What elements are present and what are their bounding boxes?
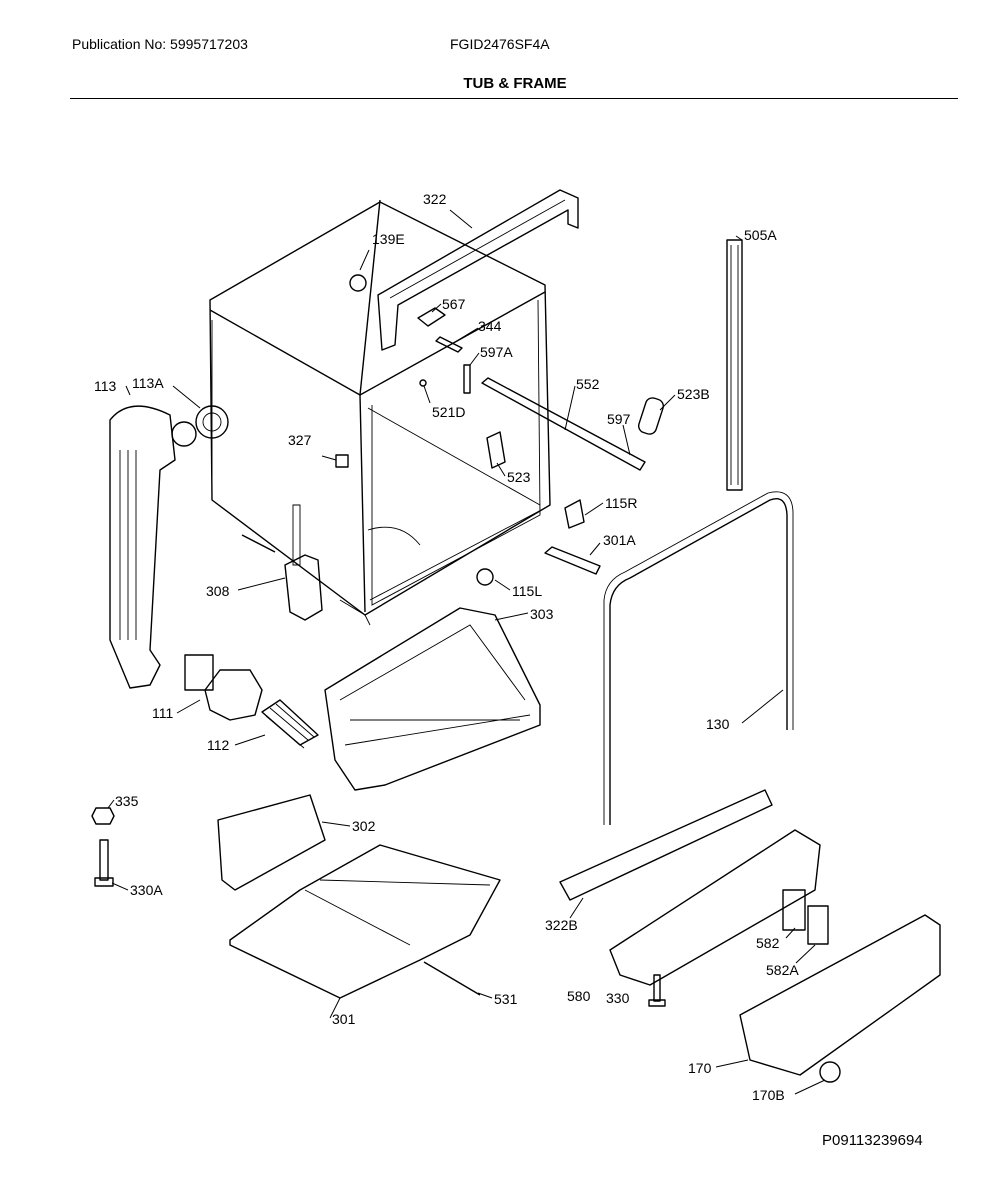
part-label-521d: 521D — [432, 404, 465, 420]
part-label-111: 111 — [152, 705, 173, 721]
bracket-302-drawing — [217, 794, 326, 891]
part-label-327: 327 — [288, 432, 312, 448]
nut-139e-drawing — [349, 274, 367, 292]
part-label-330a: 330A — [130, 882, 163, 898]
toe-frame-drawing — [609, 829, 821, 986]
kickplate-170-drawing — [739, 914, 941, 1076]
top-frame-rail-drawing — [377, 189, 579, 351]
bracket-523-drawing — [486, 431, 506, 469]
plate-582a-drawing — [807, 905, 829, 945]
pin-597a-drawing — [463, 364, 471, 394]
part-label-139e: 139E — [372, 231, 405, 247]
diagram-reference-code: P09113239694 — [822, 1132, 923, 1149]
part-label-115l: 115L — [512, 583, 542, 599]
hinge-115l-drawing — [476, 568, 494, 586]
rail-552-drawing — [481, 377, 646, 471]
part-label-112: 112 — [207, 737, 230, 753]
screw-330-drawing — [648, 974, 666, 1007]
part-label-301a: 301A — [603, 532, 636, 548]
model-number: FGID2476SF4A — [450, 36, 550, 52]
part-label-302: 302 — [352, 818, 376, 834]
page-title: TUB & FRAME — [463, 75, 567, 92]
part-label-130: 130 — [706, 716, 730, 732]
part-label-115r: 115R — [605, 495, 637, 511]
part-label-505a: 505A — [744, 227, 777, 243]
part-label-303: 303 — [530, 606, 554, 622]
base-frame-303-drawing — [324, 607, 541, 791]
part-label-597a: 597A — [480, 344, 513, 360]
door-gasket-130-drawing — [609, 497, 788, 825]
bracket-523b-drawing — [637, 397, 665, 435]
part-label-567: 567 — [442, 296, 466, 312]
part-label-344: 344 — [478, 318, 502, 334]
pump-ring-drawing — [195, 405, 229, 439]
hinge-assembly-308-drawing — [241, 504, 323, 621]
side-panel-113-drawing — [109, 405, 176, 689]
foot-170b-drawing — [819, 1061, 841, 1083]
seal-505a-drawing — [726, 239, 743, 491]
part-label-335: 335 — [115, 793, 139, 809]
nut-335-drawing — [91, 807, 115, 825]
part-label-330: 330 — [606, 990, 630, 1006]
part-label-170: 170 — [688, 1060, 712, 1076]
clip-327-drawing — [335, 454, 349, 468]
bolt-330a-drawing — [94, 839, 114, 887]
plug-521d-drawing — [419, 379, 427, 387]
bracket-582-drawing — [782, 889, 806, 931]
base-pan-301-drawing — [229, 844, 501, 999]
tub-drawing — [209, 199, 551, 626]
bracket-567-drawing — [417, 307, 446, 327]
publication-number: Publication No: 5995717203 — [72, 36, 248, 52]
filter-112-drawing — [261, 699, 319, 749]
part-label-308: 308 — [206, 583, 230, 599]
ring-113a-drawing — [171, 421, 197, 447]
part-label-552: 552 — [576, 376, 600, 392]
rod-531-drawing — [423, 961, 481, 996]
part-label-523b: 523B — [677, 386, 710, 402]
part-label-322: 322 — [423, 191, 447, 207]
part-label-582: 582 — [756, 935, 780, 951]
part-label-531: 531 — [494, 991, 518, 1007]
part-label-170b: 170B — [752, 1087, 785, 1103]
part-label-597: 597 — [607, 411, 631, 427]
part-label-301: 301 — [332, 1011, 356, 1027]
part-label-322b: 322B — [545, 917, 578, 933]
part-label-113: 113 — [94, 378, 117, 394]
header-divider — [70, 98, 958, 99]
part-label-523: 523 — [507, 469, 531, 485]
part-label-113a: 113A — [132, 375, 164, 391]
strip-344-drawing — [435, 336, 463, 353]
hinge-115r-drawing — [564, 499, 585, 529]
cover-301a-drawing — [544, 546, 601, 575]
leader-lines — [107, 209, 826, 1095]
part-label-580: 580 — [567, 988, 591, 1004]
pump-111-drawing — [184, 654, 263, 721]
part-label-582a: 582A — [766, 962, 799, 978]
rail-322b-drawing — [559, 789, 773, 901]
